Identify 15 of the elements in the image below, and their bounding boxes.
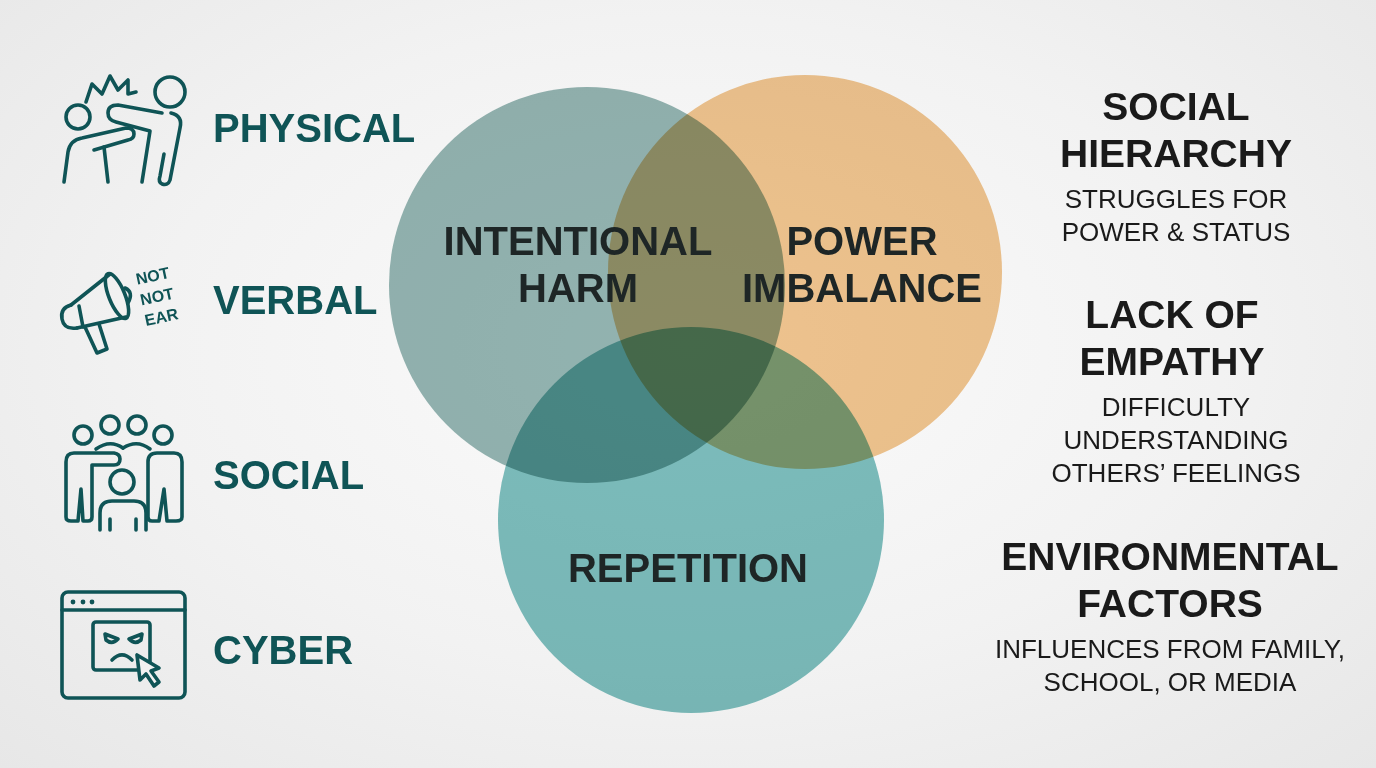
factor-description: INFLUENCES FROM FAMILY, SCHOOL, OR MEDIA	[993, 633, 1347, 699]
factor-description: DIFFICULTY UNDERSTANDING OTHERS’ FEELINGS	[1050, 390, 1302, 490]
factor-heading: SOCIAL HIERARCHY	[1059, 84, 1293, 177]
category-label: SOCIAL	[213, 452, 366, 498]
circle-label: INTENTIONAL HARM	[442, 218, 714, 312]
factor-description: STRUGGLES FOR POWER & STATUS	[1060, 183, 1292, 249]
category-label: VERBAL	[213, 277, 379, 323]
megaphone-text: NOT NOT EAR	[133, 262, 181, 331]
factor-heading: LACK OF EMPATHY	[1078, 292, 1266, 385]
factor-heading: ENVIRONMENTAL FACTORS	[1000, 534, 1340, 627]
circle-label: REPETITION	[567, 544, 809, 592]
category-label: CYBER	[213, 627, 355, 673]
category-label: PHYSICAL	[213, 105, 417, 151]
venn-circle	[498, 327, 884, 713]
circle-label: POWER IMBALANCE	[741, 218, 983, 312]
